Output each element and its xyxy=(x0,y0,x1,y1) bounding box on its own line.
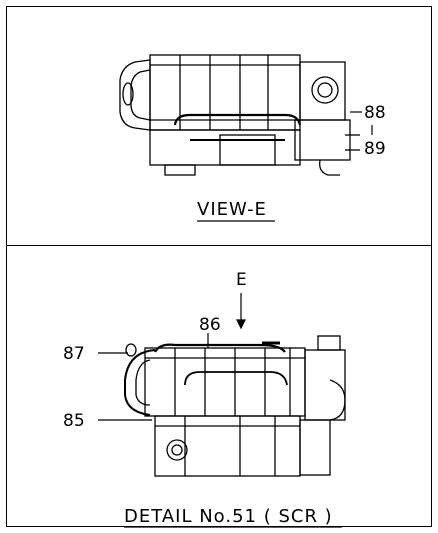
callout-89: 89 xyxy=(364,139,386,159)
callout-88: 88 xyxy=(364,103,386,123)
view-e-caption: VIEW-E xyxy=(197,199,267,220)
callout-88-89-leaders xyxy=(350,111,373,135)
callout-86: 86 xyxy=(199,315,221,335)
callout-85: 85 xyxy=(63,411,85,431)
detail-caption: DETAIL No.51 ( SCR ) xyxy=(124,506,333,527)
view-e-drawing xyxy=(119,54,360,176)
top-panel-frame xyxy=(6,6,432,246)
callout-87: 87 xyxy=(63,344,85,364)
view-arrow xyxy=(236,293,246,330)
detail-drawing xyxy=(124,335,346,477)
view-marker-e: E xyxy=(236,270,247,290)
detail-leaders xyxy=(98,333,209,421)
